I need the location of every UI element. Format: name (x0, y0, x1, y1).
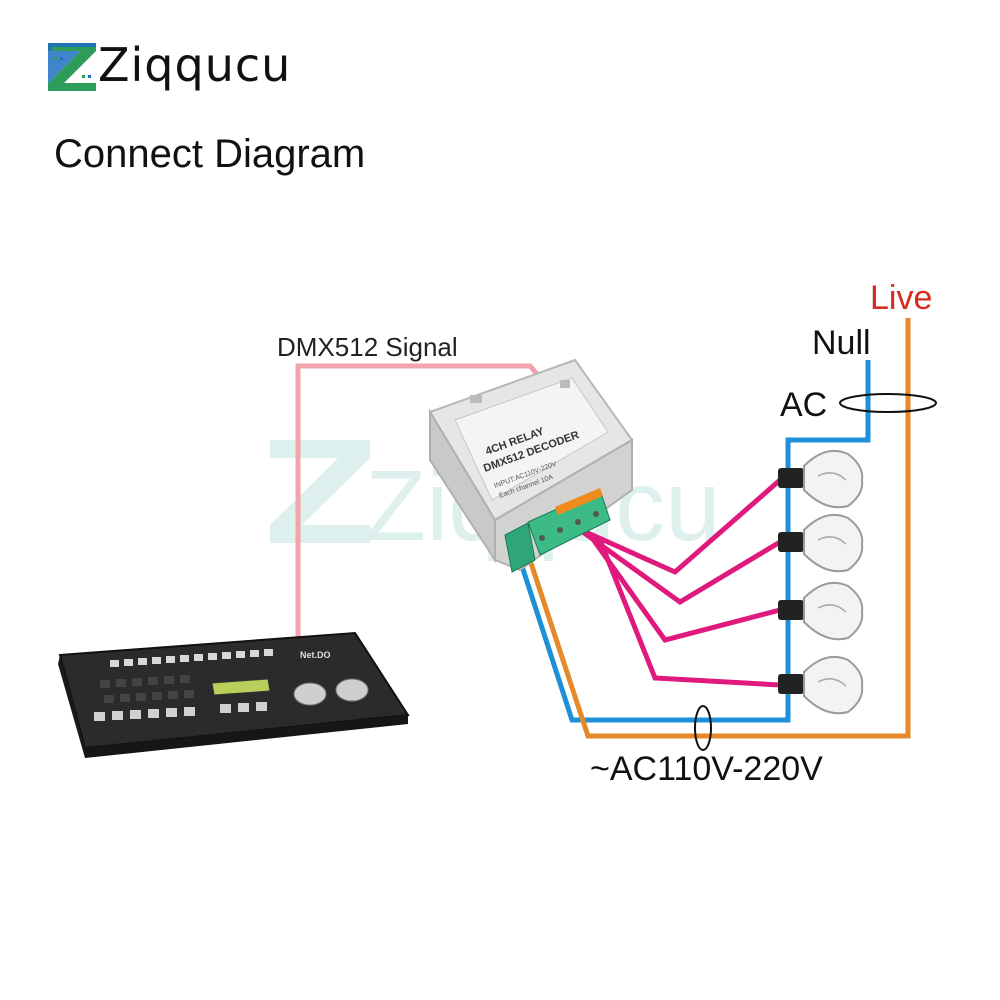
relay-wire-3 (587, 533, 781, 643)
page-title: Connect Diagram (54, 132, 366, 176)
ac-label: AC (780, 386, 827, 424)
jog-wheel-1 (293, 682, 327, 706)
ac-clamp-bottom (694, 705, 712, 751)
console-lcd (211, 678, 271, 696)
light-bulb-3 (778, 582, 864, 641)
console-brand: Net.DO (300, 650, 331, 660)
terminal-block-input (504, 522, 536, 573)
ac-clamp-top (839, 393, 937, 413)
dmx-signal-label: DMX512 Signal (277, 332, 458, 362)
null-wire (517, 360, 871, 723)
relay-wire-4 (597, 539, 781, 688)
watermark-z-icon (270, 440, 370, 543)
supply-voltage-label: ~AC110V-220V (590, 750, 823, 788)
light-bulb-1 (778, 450, 864, 509)
live-label: Live (870, 279, 932, 317)
dmx-console: Net.DO (58, 631, 410, 758)
light-bulb-2 (778, 514, 864, 573)
null-label: Null (812, 324, 871, 362)
relay-decoder: 4CH RELAY DMX512 DECODER INPUT:AC110V-22… (428, 358, 634, 573)
jog-wheel-2 (335, 678, 369, 702)
live-wire (527, 318, 911, 739)
brand-name: Ziqqucu (98, 38, 292, 92)
light-bulb-4 (778, 656, 864, 715)
relay-wire-1 (568, 478, 782, 575)
brand-z-icon (48, 43, 96, 91)
relay-wire-2 (578, 527, 782, 605)
brand-logo: Ziqqucu (42, 30, 291, 100)
